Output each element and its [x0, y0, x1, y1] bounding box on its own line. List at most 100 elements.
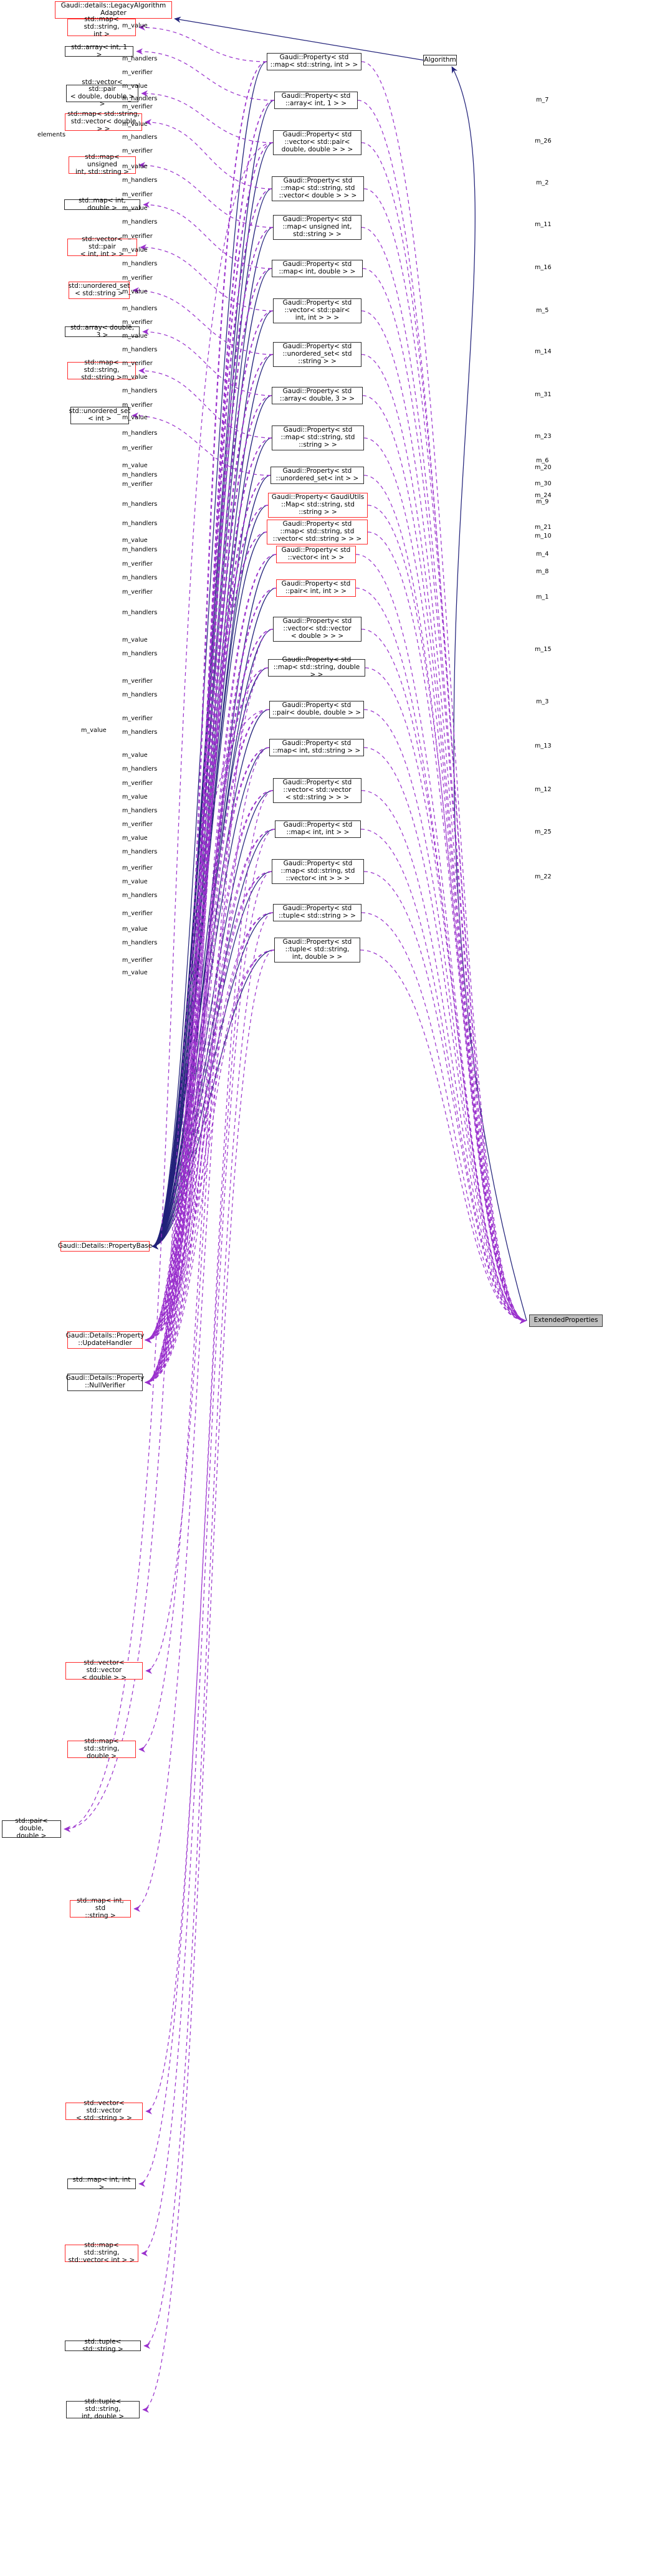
class-node-p10[interactable]: Gaudi::Property< std::map< std::string, …: [272, 425, 364, 450]
node-label: Gaudi::Property< std::tuple< std::string…: [282, 938, 352, 961]
class-node-n_v15[interactable]: std::map< int, std::string >: [70, 1897, 131, 1919]
node-label: Gaudi::Property< std::map< std::string, …: [273, 656, 360, 678]
node-label: Gaudi::Property< std::tuple< std::string…: [279, 905, 356, 920]
edge-label-58: m_verifier: [122, 910, 153, 917]
class-node-p01[interactable]: Gaudi::Property< std::map< std::string, …: [267, 53, 361, 70]
edge-label-67: m_2: [536, 179, 549, 186]
node-label: Gaudi::Property< std::map< int, double >…: [279, 260, 356, 275]
class-node-p16[interactable]: Gaudi::Property< std::vector< std::vecto…: [273, 617, 361, 642]
edge-label-41: m_value: [122, 637, 148, 644]
class-node-root[interactable]: ExtendedProperties: [529, 1314, 603, 1327]
class-node-p22[interactable]: Gaudi::Property< std::map< std::string, …: [272, 859, 364, 884]
class-node-p09[interactable]: Gaudi::Property< std::array< double, 3 >…: [272, 387, 363, 404]
class-node-p21[interactable]: Gaudi::Property< std::map< int, int > >: [275, 820, 361, 838]
class-node-p17[interactable]: Gaudi::Property< std::map< std::string, …: [268, 656, 365, 678]
edge-label-87: m_12: [535, 786, 552, 793]
class-node-n_v13[interactable]: std::map< std::string,double >: [67, 1737, 136, 1760]
class-node-n_v11[interactable]: std::unordered_set< int >: [69, 407, 130, 424]
class-node-p11[interactable]: Gaudi::Property< std::unordered_set< int…: [270, 467, 364, 484]
class-node-p19[interactable]: Gaudi::Property< std::map< int, std::str…: [269, 739, 364, 756]
class-node-p12[interactable]: Gaudi::Property< GaudiUtils::Map< std::s…: [268, 493, 368, 518]
node-label: Gaudi::Property< std::vector< std::pair<…: [282, 299, 352, 321]
class-node-n_v10[interactable]: std::map< std::string,std::string >: [67, 359, 136, 381]
node-label: std::vector< std::vector< std::string > …: [76, 2099, 132, 2122]
edge-label-80: m_10: [535, 533, 552, 539]
class-node-n_v14[interactable]: std::pair< double,double >: [2, 1817, 61, 1840]
class-node-p02[interactable]: Gaudi::Property< std::array< int, 1 > >: [274, 92, 358, 109]
edge-label-34: m_handlers: [122, 520, 158, 527]
edge-label-46: m_handlers: [122, 729, 158, 736]
node-label: std::map< std::string,std::vector< doubl…: [67, 110, 140, 133]
class-node-n_upd[interactable]: Gaudi::Details::Property::UpdateHandler: [65, 1331, 145, 1349]
node-label: std::map< std::string,int >: [84, 16, 120, 38]
class-node-n_algorithm[interactable]: Algorithm: [423, 55, 457, 65]
class-node-n_v18[interactable]: std::map< std::string,std::vector< int >…: [65, 2241, 138, 2264]
node-label: Gaudi::Property< std::map< int, std::str…: [272, 739, 361, 754]
edge-label-40: m_handlers: [122, 609, 158, 616]
node-label: std::vector< std::vector< double > >: [81, 1659, 127, 1681]
node-label: Gaudi::Property< std::map< std::string, …: [272, 520, 362, 543]
node-label: Algorithm: [424, 55, 456, 64]
class-node-p23[interactable]: Gaudi::Property< std::tuple< std::string…: [273, 904, 361, 921]
node-label: std::array< double, 3 >: [70, 323, 135, 339]
class-node-n_v04[interactable]: std::map< std::string,std::vector< doubl…: [65, 110, 142, 133]
edge-label-47: m_value: [122, 752, 148, 759]
edge-label-2: m_verifier: [122, 69, 153, 76]
class-node-p18[interactable]: Gaudi::Property< std::pair< double, doub…: [269, 701, 364, 718]
edge-label-37: m_verifier: [122, 561, 153, 568]
node-label: std::tuple< std::string,int, double >: [81, 2398, 125, 2420]
class-node-n_base[interactable]: Gaudi::Details::PropertyBase: [58, 1241, 152, 1252]
edge-label-43: m_verifier: [122, 678, 153, 685]
class-node-p06[interactable]: Gaudi::Property< std::map< int, double >…: [272, 260, 363, 277]
node-label: Gaudi::Property< std::vector< std::pair<…: [281, 131, 353, 153]
class-node-n_v12[interactable]: std::vector< std::vector< double > >: [65, 1659, 143, 1681]
class-node-n_v03[interactable]: std::vector< std::pair< double, double >…: [66, 78, 138, 108]
class-node-p24[interactable]: Gaudi::Property< std::tuple< std::string…: [274, 938, 360, 962]
node-label: Gaudi::Details::PropertyBase: [57, 1242, 153, 1250]
edge-label-85: m_3: [536, 698, 549, 705]
class-node-n_v20[interactable]: std::tuple< std::string,int, double >: [66, 2398, 140, 2420]
edge-label-88: m_25: [535, 829, 552, 835]
edge-label-82: m_8: [536, 568, 549, 575]
edge-label-51: m_handlers: [122, 807, 158, 814]
class-node-p14[interactable]: Gaudi::Property< std::vector< int > >: [276, 546, 356, 563]
node-label: Gaudi::Property< std::map< std::string, …: [280, 860, 355, 882]
class-node-n_v07[interactable]: std::vector< std::pair< int, int > >: [67, 235, 137, 258]
class-node-p20[interactable]: Gaudi::Property< std::vector< std::vecto…: [273, 778, 361, 803]
class-node-p03[interactable]: Gaudi::Property< std::vector< std::pair<…: [273, 130, 361, 155]
edge-label-59: m_value: [122, 926, 148, 933]
edge-label-63: elements: [37, 131, 65, 138]
class-node-n_v09[interactable]: std::array< double, 3 >: [65, 323, 140, 339]
class-node-p15[interactable]: Gaudi::Property< std::pair< int, int > >: [276, 579, 356, 597]
edge-label-5: m_verifier: [122, 103, 153, 110]
class-node-p05[interactable]: Gaudi::Property< std::map< unsigned int,…: [273, 215, 361, 240]
edge-label-24: m_value: [122, 374, 148, 381]
class-node-p08[interactable]: Gaudi::Property< std::unordered_set< std…: [273, 342, 361, 367]
class-node-n_v16[interactable]: std::vector< std::vector< std::string > …: [65, 2099, 143, 2122]
class-node-n_v17[interactable]: std::map< int, int >: [67, 2176, 136, 2190]
node-label: Gaudi::Property< std::array< double, 3 >…: [279, 387, 355, 402]
edge-label-19: m_handlers: [122, 305, 158, 312]
node-label: Gaudi::Property< std::vector< int > >: [281, 546, 351, 561]
class-node-n_v19[interactable]: std::tuple< std::string >: [65, 2338, 141, 2352]
node-label: Gaudi::Details::Property::UpdateHandler: [65, 1332, 145, 1347]
edge-label-23: m_verifier: [122, 360, 153, 367]
edge-label-77: m_24: [535, 492, 552, 499]
edge-label-71: m_14: [535, 348, 552, 355]
class-node-p04[interactable]: Gaudi::Property< std::map< std::string, …: [272, 176, 364, 201]
class-node-p07[interactable]: Gaudi::Property< std::vector< std::pair<…: [273, 298, 361, 323]
class-node-n_v02[interactable]: std::array< int, 1 >: [65, 44, 133, 58]
edge-label-21: m_value: [122, 333, 148, 340]
class-node-n_null[interactable]: Gaudi::Details::Property::NullVerifier: [66, 1374, 144, 1391]
class-node-n_v06[interactable]: std::map< int, double >: [64, 197, 140, 211]
class-node-p13[interactable]: Gaudi::Property< std::map< std::string, …: [267, 520, 368, 544]
edge-label-1: m_handlers: [122, 55, 158, 62]
edge-label-73: m_23: [535, 433, 552, 440]
edge-label-74: m_6: [536, 457, 549, 464]
class-node-n_v08[interactable]: std::unordered_set< std::string >: [69, 282, 130, 299]
edge-label-84: m_15: [535, 646, 552, 653]
class-node-n_v01[interactable]: std::map< std::string,int >: [67, 16, 136, 38]
edge-label-11: m_verifier: [122, 191, 153, 198]
